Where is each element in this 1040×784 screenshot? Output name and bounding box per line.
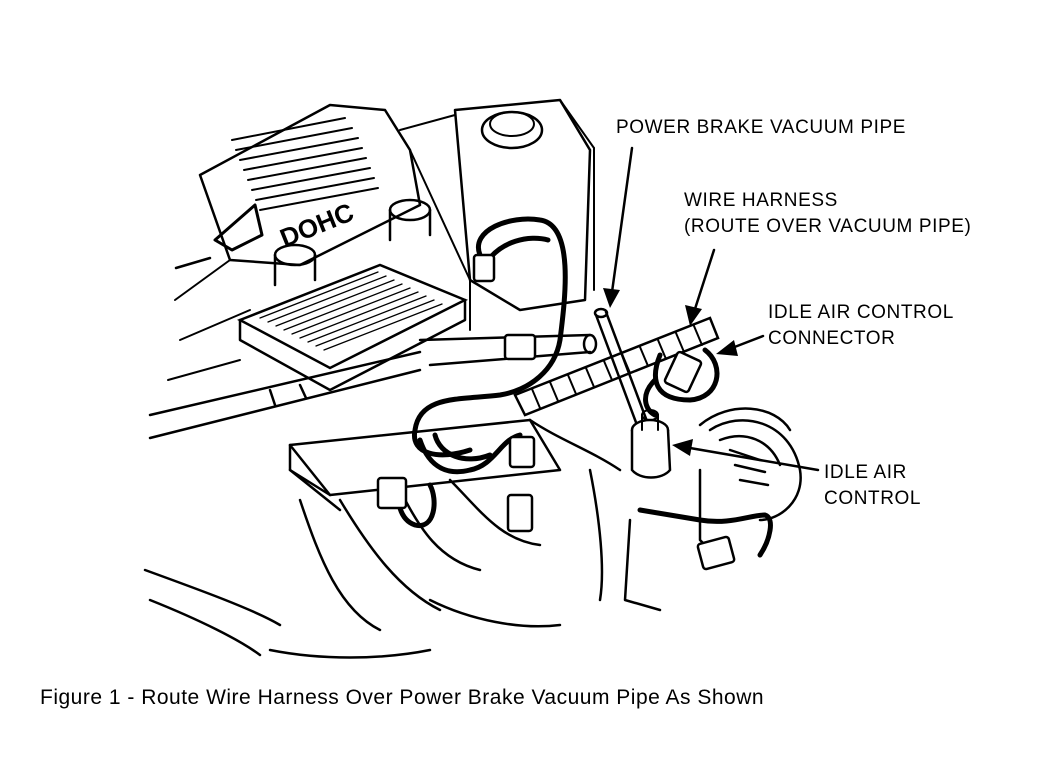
lower-right-hose — [637, 507, 773, 558]
arrow-wire-harness — [685, 248, 716, 326]
label-idle-air-control-line1: IDLE AIR — [824, 462, 907, 483]
label-idle-air-control-line2: CONTROL — [824, 488, 922, 509]
label-wire-harness-line2: (ROUTE OVER VACUUM PIPE) — [684, 216, 972, 237]
arrow-power-brake-vacuum-pipe — [603, 146, 634, 308]
arrow-idle-air-control — [672, 439, 820, 472]
throttle-body — [698, 407, 802, 562]
figure-caption: Figure 1 - Route Wire Harness Over Power… — [40, 686, 765, 709]
iac-connector-body — [663, 350, 703, 394]
lower-right-connector — [696, 535, 736, 571]
lower-connector-a — [508, 435, 536, 469]
iac-connector-loop — [643, 347, 720, 418]
harness-connector-middle — [503, 333, 537, 361]
arrow-iac-connector — [716, 334, 765, 356]
lower-connector-b — [506, 493, 534, 533]
ignition-module — [237, 263, 469, 392]
lower-connector-c — [376, 476, 408, 510]
engine-block-upper — [167, 114, 471, 381]
intake-plenum — [143, 418, 662, 659]
label-power-brake-vacuum-pipe: POWER BRAKE VACUUM PIPE — [616, 117, 907, 138]
label-iac-connector-line2: CONNECTOR — [768, 328, 896, 349]
label-wire-harness-line1: WIRE HARNESS — [684, 190, 838, 211]
label-iac-connector-line1: IDLE AIR CONTROL — [768, 302, 954, 323]
valve-cover — [174, 103, 422, 270]
idle-air-control-valve — [630, 409, 672, 479]
coil-towers — [273, 198, 432, 287]
harness-connector-upper — [472, 253, 496, 283]
